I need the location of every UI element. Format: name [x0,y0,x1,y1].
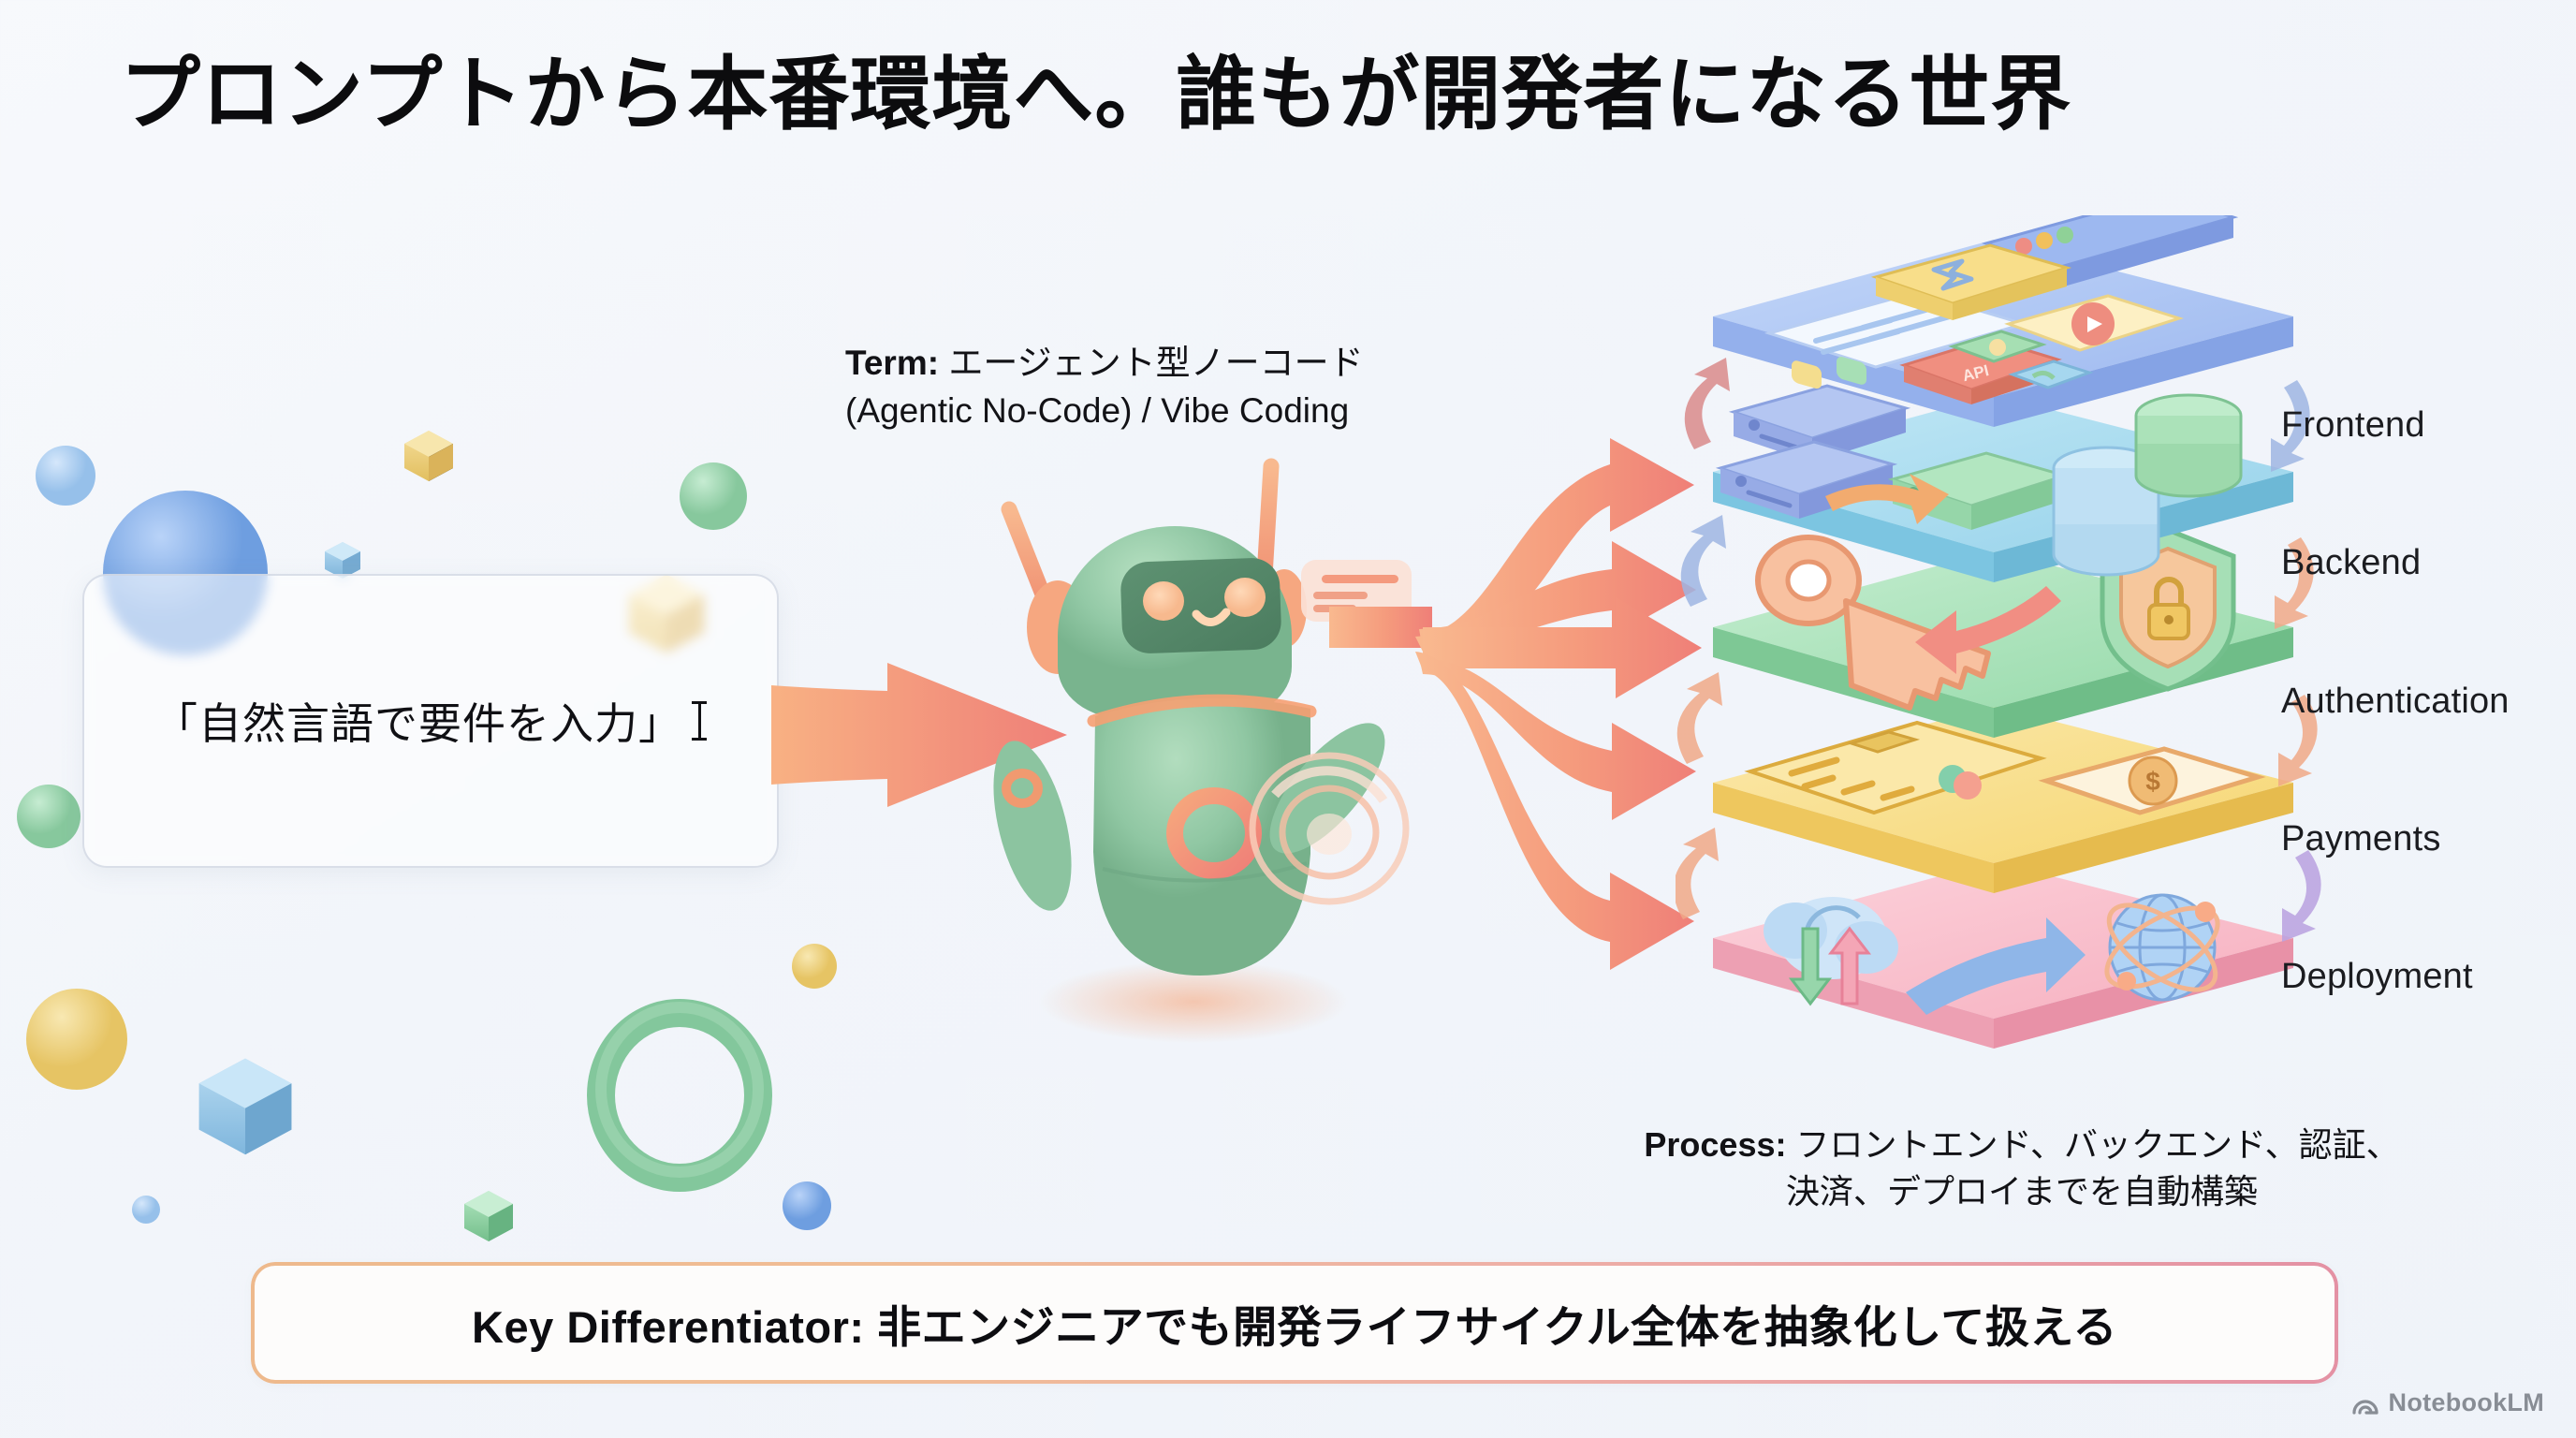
hologram-ring-icon [1249,752,1410,905]
cube-icon [464,1191,513,1241]
robot-waist-seam [1102,861,1308,883]
cube-icon [404,431,453,481]
key-differentiator-banner: Key Differentiator: 非エンジニアでも開発ライフサイクル全体を… [255,1266,2334,1380]
side-connector-arrows [1676,358,2321,942]
curved-arrow-icon [1680,515,1726,607]
natural-language-input-panel[interactable]: 「自然言語で要件を入力」 [82,574,779,868]
robot-hand-ring-left [1002,769,1043,808]
chat-bubble-icon [1301,560,1412,622]
process-line-1: Process: フロントエンド、バックエンド、認証、 [1573,1122,2471,1168]
stack-label-backend: Backend [2281,543,2422,582]
term-line-1: Term: エージェント型ノーコード [845,339,1364,387]
term-callout: Term: エージェント型ノーコード (Agentic No-Code) / V… [845,339,1364,434]
banknote-dollar-icon: $ [2038,746,2266,815]
stack-layer-payments: $ [1713,706,2293,893]
robot-body [1093,697,1310,976]
image-tile-icon [1948,330,2047,363]
page-title: プロンプトから本番環境へ。誰もが開発者になる世界 [120,50,2072,139]
robot-assistant-icon [993,458,1412,1043]
curved-arrow-icon [1676,672,1722,764]
stack-layer-authentication [1713,527,2293,738]
cloud-upload-download-icon [1764,897,1898,1006]
stack-label-authentication: Authentication [2281,682,2510,721]
curved-arrow-icon [2278,695,2318,786]
torus-icon [587,999,772,1192]
ui-card-icon [1870,243,2072,320]
curved-arrow-icon [2275,537,2314,629]
arrow-right-icon [1415,438,1694,652]
sphere-icon [36,446,95,506]
process-line-2: 決済、デプロイまでを自動構築 [1785,1171,2258,1211]
robot-eye-left [1143,581,1184,621]
input-panel-text: 「自然言語で要件を入力」 [154,699,682,748]
globe-network-icon [2104,893,2220,1002]
image-tile-icon [2008,360,2094,389]
isometric-layer-stack: $ [1676,215,2321,1049]
sync-arrows-icon [1825,474,1949,524]
play-button-icon [2004,294,2184,352]
robot-shadow-glow [1039,961,1348,1043]
curved-arrow-icon [1676,828,1719,919]
arrow-right-icon [1415,652,1694,970]
text-cursor-icon [692,699,707,742]
banner-value: 非エンジニアでも開発ライフサイクル全体を抽象化して扱える [864,1301,2117,1352]
sphere-icon [132,1196,160,1224]
stack-labels-group: Frontend Backend Authentication Payments… [2281,0,2576,1123]
term-line-2: (Agentic No-Code) / Vibe Coding [845,391,1350,431]
term-label: Term: [845,344,940,382]
sphere-icon [792,944,837,989]
robot-arm-left [993,741,1072,911]
sphere-icon [680,462,747,530]
cube-icon [198,1058,292,1155]
sphere-icon [783,1181,831,1230]
svg-text:$: $ [2145,767,2160,796]
arrow-right-icon [1423,597,1702,698]
banner-text-wrap: Key Differentiator: 非エンジニアでも開発ライフサイクル全体を… [472,1291,2117,1356]
robot-eye-right [1224,578,1266,617]
database-cylinder-icon [2052,446,2160,577]
server-rack-icon [1715,440,1898,519]
fan-out-arrows-group [1329,438,1702,970]
stack-label-payments: Payments [2281,819,2441,858]
stack-layer-deployment [1713,861,2293,1049]
process-label: Process: [1644,1125,1787,1164]
curved-arrow-icon [2271,380,2310,472]
stack-layer-frontend: API [1713,215,2293,427]
credit-card-icon [1744,720,2047,815]
arrow-left-icon [1915,586,2061,674]
curved-arrow-icon [1906,917,2086,1015]
robot-collar-accent [1087,694,1317,727]
notebooklm-spiral-icon [2351,1399,2378,1415]
key-icon [1755,535,1991,711]
robot-smile [1192,608,1231,626]
banner-label: Key Differentiator: [472,1301,865,1352]
sphere-icon [17,785,80,848]
stack-layer-backend [1713,384,2293,582]
arrow-right-icon [771,663,1067,807]
arrow-right-icon [1419,657,1696,820]
shield-lock-icon [2100,527,2236,692]
sphere-icon [26,989,127,1090]
term-value: エージェント型ノーコード [939,344,1364,382]
stack-label-frontend: Frontend [2281,405,2425,445]
curved-arrow-icon [2282,850,2321,942]
notebooklm-watermark: NotebookLM [2351,1388,2544,1417]
process-value: フロントエンド、バックエンド、認証、 [1786,1125,2400,1164]
fan-trunk [1329,607,1432,648]
process-callout: Process: フロントエンド、バックエンド、認証、 決済、デプロイまでを自動… [1573,1122,2471,1214]
database-cylinder-icon [2134,393,2243,498]
watermark-label: NotebookLM [2388,1388,2544,1416]
main-flow-arrow [771,663,1067,807]
stack-label-deployment: Deployment [2281,957,2473,996]
curved-arrow-icon [1684,358,1730,449]
